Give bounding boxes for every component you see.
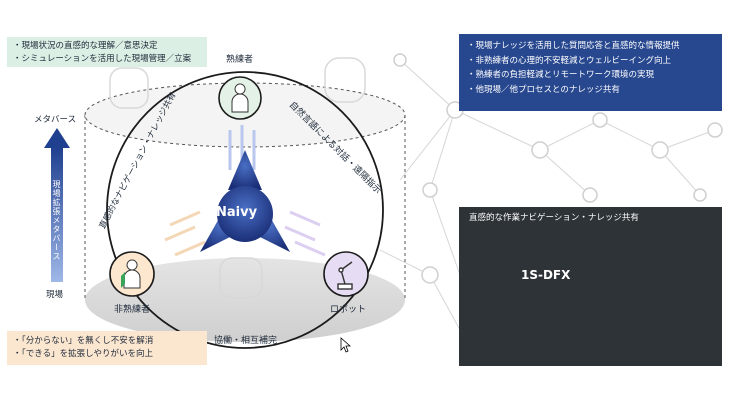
axis-bottom-label: 現場	[46, 290, 64, 300]
robot-label: ロボット	[330, 305, 367, 315]
benefit-item: ・熟練者の負担軽減とリモートワーク環境の実現	[467, 70, 655, 80]
arc-label-bottom: 協働・相互補完	[214, 336, 278, 346]
naivy-label: Naivy	[216, 205, 258, 220]
top-note-line: ・現場状況の直感的な理解／意思決定	[13, 41, 158, 51]
axis-top-label: メタバース	[34, 115, 77, 125]
top-benefit-note: ・現場状況の直感的な理解／意思決定 ・シミュレーションを活用した現場管理／立案	[7, 37, 207, 67]
bottom-note-line: ・「できる」を拡張しやりがいを向上	[13, 349, 153, 359]
ghost-figures	[109, 57, 366, 299]
screen-overlay-label: 1S-DFX	[521, 268, 571, 282]
expert-icon	[231, 83, 249, 113]
flow-arrows	[164, 125, 326, 257]
axis-middle-label: 現場拡張メタバース	[52, 180, 61, 261]
expert-label: 熟練者	[226, 55, 254, 65]
axis-bar	[51, 146, 63, 282]
axis-arrowhead	[44, 128, 70, 148]
network-lines	[379, 59, 716, 331]
interaction-circle	[106, 71, 384, 349]
benefit-item: ・非熟練者の心理的不安軽減とウェルビーイング向上	[467, 55, 672, 66]
bottom-note-line: ・「分からない」を無くし不安を解消	[13, 336, 154, 346]
navigation-screenshot-panel: 直感的な作業ナビゲーション・ナレッジ共有	[459, 207, 722, 366]
network-nodes	[393, 53, 723, 284]
benefit-item: ・現場ナレッジを活用した質問応答と直感的な情報提供	[467, 41, 680, 51]
robot-arm-icon	[337, 261, 353, 290]
bottom-benefit-note: ・「分からない」を無くし不安を解消 ・「できる」を拡張しやりがいを向上	[7, 331, 207, 365]
beginner-mark-icon	[121, 272, 125, 288]
benefit-item: ・他現場／他プロセスとのナレッジ共有	[467, 84, 620, 95]
naivy-hub-shape	[200, 150, 290, 252]
top-note-line: ・シミュレーションを活用した現場管理／立案	[13, 54, 192, 64]
novice-label: 非熟練者	[114, 305, 151, 315]
robot-circle	[323, 251, 369, 297]
screenshot-panel-title: 直感的な作業ナビゲーション・ナレッジ共有	[469, 213, 639, 223]
cursor-icon	[340, 337, 352, 353]
benefits-panel: ・現場ナレッジを活用した質問応答と直感的な情報提供 ・非熟練者の心理的不安軽減と…	[459, 34, 722, 111]
